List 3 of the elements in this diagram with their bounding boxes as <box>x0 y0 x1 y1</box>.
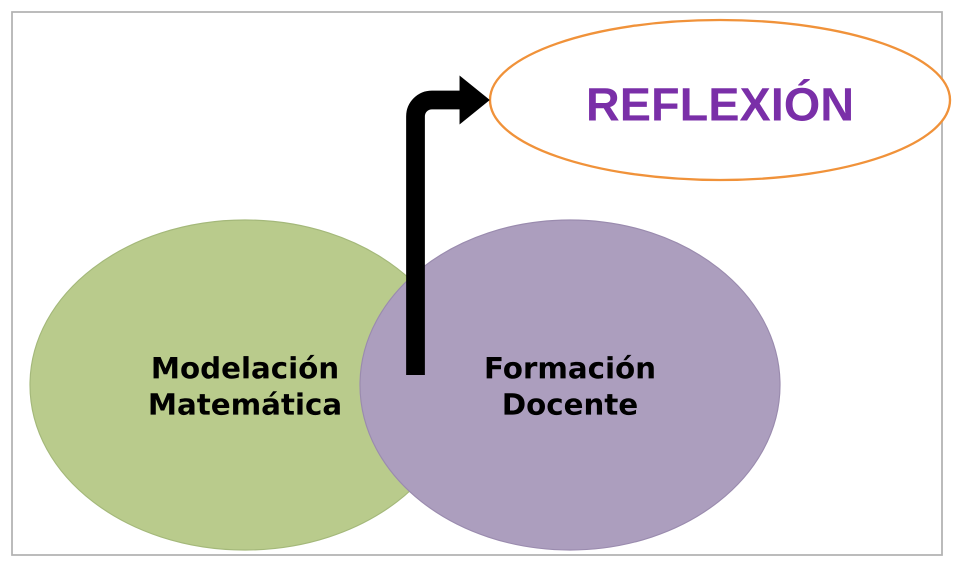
node-label: REFLEXIÓN <box>589 79 851 121</box>
ellipse-node: REFLEXIÓN <box>488 18 952 182</box>
circle-node: Formación Docente <box>359 219 781 551</box>
